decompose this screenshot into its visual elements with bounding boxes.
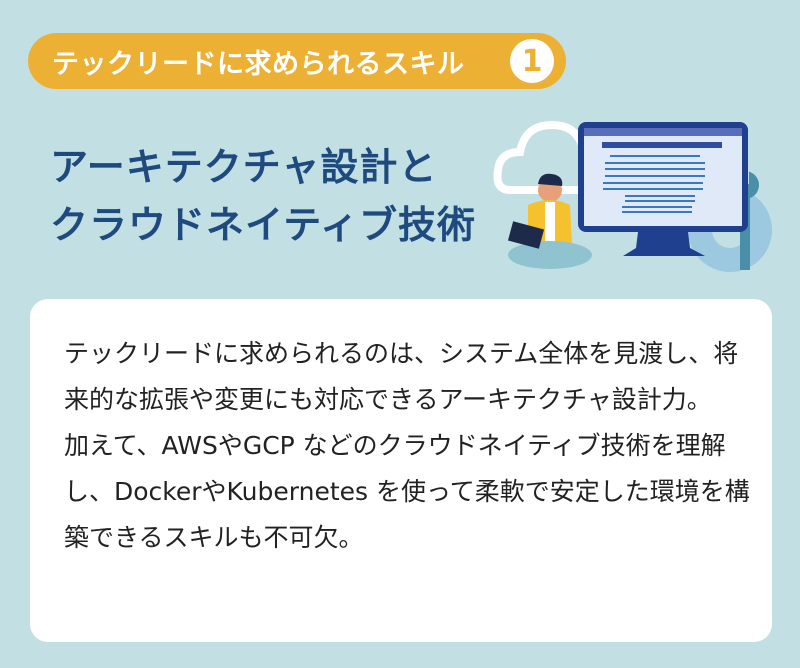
- illustration: [493, 120, 772, 272]
- skill-number-badge: 1: [510, 39, 554, 83]
- paragraph-1: テックリードに求められるのは、システム全体を見渡し、将来的な拡張や変更にも対応で…: [64, 339, 739, 414]
- skill-badge-label: テックリードに求められるスキル: [52, 48, 465, 80]
- description-card: テックリードに求められるのは、システム全体を見渡し、将来的な拡張や変更にも対応で…: [30, 299, 772, 642]
- person-with-laptop: [507, 173, 592, 269]
- title-line-2: クラウドネイティブ技術: [50, 203, 476, 247]
- title-line-1: アーキテクチャ設計と: [50, 145, 438, 189]
- skill-badge: テックリードに求められるスキル 1: [28, 33, 566, 89]
- paragraph-2: 加えて、AWSやGCP などのクラウドネイティブ技術を理解し、DockerやKu…: [64, 431, 750, 552]
- description-text: テックリードに求められるのは、システム全体を見渡し、将来的な拡張や変更にも対応で…: [64, 331, 752, 561]
- page-title: アーキテクチャ設計と クラウドネイティブ技術: [50, 138, 476, 254]
- monitor-icon: [578, 122, 748, 256]
